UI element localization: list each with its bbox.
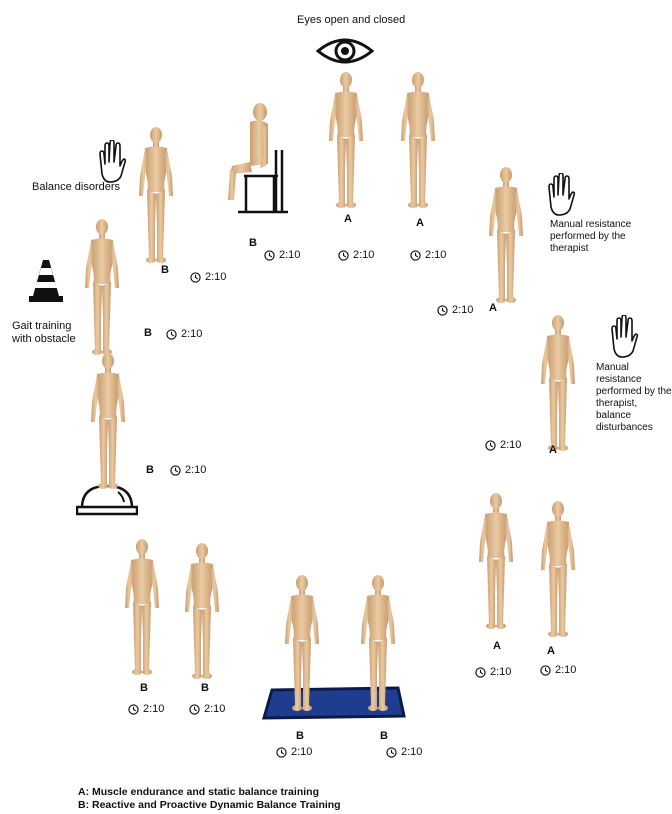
exercise-type: B xyxy=(161,264,169,276)
figure xyxy=(182,542,222,680)
clock-icon xyxy=(170,465,181,476)
duration-timer: 2:10 xyxy=(276,746,312,758)
figure xyxy=(486,166,526,304)
duration-timer: 2:10 xyxy=(264,249,300,261)
duration-timer: 2:10 xyxy=(338,249,374,261)
hand-icon xyxy=(606,315,640,359)
duration-value: 2:10 xyxy=(353,249,374,261)
duration-value: 2:10 xyxy=(500,439,521,451)
clock-icon xyxy=(189,704,200,715)
exercise-type: B xyxy=(144,327,152,339)
duration-timer: 2:10 xyxy=(485,439,521,451)
duration-value: 2:10 xyxy=(490,666,511,678)
duration-value: 2:10 xyxy=(204,703,225,715)
note-balance-disorders: Balance disorders xyxy=(32,181,120,194)
figure xyxy=(538,500,578,638)
clock-icon xyxy=(437,305,448,316)
duration-timer: 2:10 xyxy=(386,746,422,758)
exercise-type: B xyxy=(201,682,209,694)
exercise-type: B xyxy=(380,730,388,742)
note-gait-training: Gait training with obstacle xyxy=(12,320,82,346)
duration-value: 2:10 xyxy=(181,328,202,340)
figure xyxy=(398,71,438,209)
clock-icon xyxy=(485,440,496,451)
note-manual-resistance: Manual resistance performed by the thera… xyxy=(550,219,640,255)
hand-icon xyxy=(543,173,577,217)
duration-timer: 2:10 xyxy=(410,249,446,261)
exercise-type: B xyxy=(249,237,257,249)
clock-icon xyxy=(276,747,287,758)
exercise-type: B xyxy=(140,682,148,694)
figure xyxy=(358,574,398,712)
clock-icon xyxy=(190,272,201,283)
duration-timer: 2:10 xyxy=(190,271,226,283)
exercise-type: A xyxy=(489,302,497,314)
clock-icon xyxy=(166,329,177,340)
top-caption: Eyes open and closed xyxy=(297,14,417,27)
exercise-type: A xyxy=(416,217,424,229)
exercise-type: A xyxy=(344,213,352,225)
clock-icon xyxy=(338,250,349,261)
duration-timer: 2:10 xyxy=(437,304,473,316)
duration-timer: 2:10 xyxy=(189,703,225,715)
clock-icon xyxy=(540,665,551,676)
exercise-type: B xyxy=(146,464,154,476)
clock-icon xyxy=(410,250,421,261)
chair-icon xyxy=(238,146,290,214)
duration-timer: 2:10 xyxy=(128,703,164,715)
duration-value: 2:10 xyxy=(555,664,576,676)
exercise-type: A xyxy=(493,640,501,652)
duration-value: 2:10 xyxy=(279,249,300,261)
figure xyxy=(326,71,366,209)
clock-icon xyxy=(475,667,486,678)
figure xyxy=(82,218,122,356)
duration-timer: 2:10 xyxy=(475,666,511,678)
duration-timer: 2:10 xyxy=(170,464,206,476)
legend-a: A: Muscle endurance and static balance t… xyxy=(78,786,319,799)
figure xyxy=(476,492,516,630)
legend-b: B: Reactive and Proactive Dynamic Balanc… xyxy=(78,799,341,812)
figure xyxy=(136,126,176,264)
duration-value: 2:10 xyxy=(401,746,422,758)
exercise-type: B xyxy=(296,730,304,742)
clock-icon xyxy=(128,704,139,715)
note-manual-resistance-balance: Manual resistance performed by the thera… xyxy=(596,362,672,434)
figure xyxy=(88,352,128,490)
figure xyxy=(538,314,578,452)
figure xyxy=(122,538,162,676)
duration-value: 2:10 xyxy=(425,249,446,261)
figure xyxy=(282,574,322,712)
exercise-type: A xyxy=(547,645,555,657)
duration-timer: 2:10 xyxy=(166,328,202,340)
clock-icon xyxy=(264,250,275,261)
traffic-cone-icon xyxy=(28,258,64,304)
duration-value: 2:10 xyxy=(185,464,206,476)
duration-value: 2:10 xyxy=(143,703,164,715)
duration-timer: 2:10 xyxy=(540,664,576,676)
clock-icon xyxy=(386,747,397,758)
hand-icon xyxy=(94,140,128,184)
duration-value: 2:10 xyxy=(205,271,226,283)
exercise-type: A xyxy=(549,444,557,456)
duration-value: 2:10 xyxy=(291,746,312,758)
eye-icon xyxy=(316,35,374,67)
duration-value: 2:10 xyxy=(452,304,473,316)
